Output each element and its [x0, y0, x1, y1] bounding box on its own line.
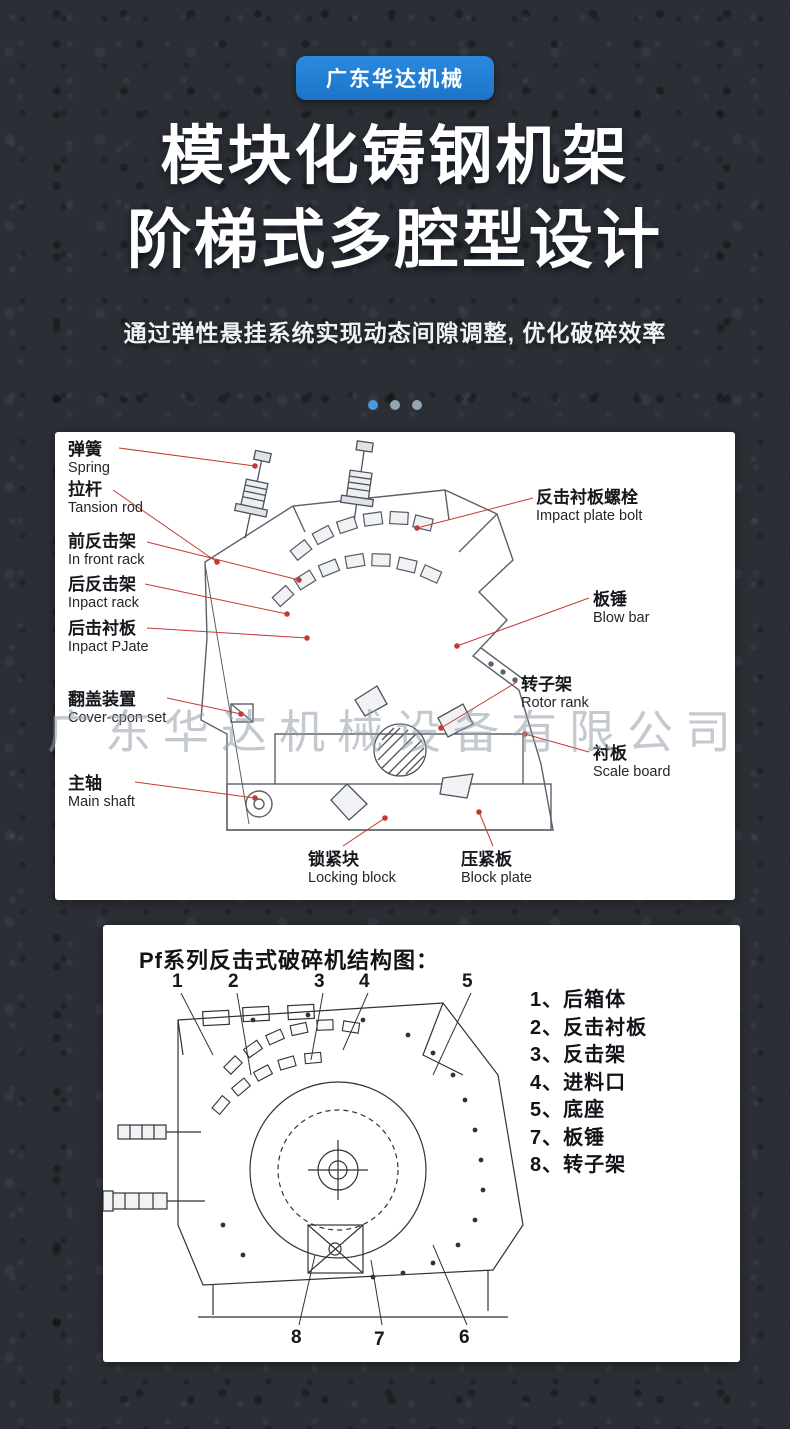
callout-number-5: 5 [462, 971, 473, 992]
callout-number-6: 6 [459, 1327, 470, 1348]
impact-rack-upper [289, 510, 434, 562]
spring-assembly-right [339, 440, 375, 530]
crusher-diagram-drawing [112, 440, 590, 847]
legend-item-1: 1、后箱体 [530, 989, 627, 1011]
callout-number-2: 2 [228, 971, 239, 992]
callout-number-4: 4 [359, 971, 370, 992]
label-scale-board-cn: 衬板 [593, 744, 627, 763]
carousel-dots [0, 400, 790, 410]
pf-structure-card: Pf系列反击式破碎机结构图： [103, 925, 740, 1362]
structure-diagram-card: 弹簧 Spring 拉杆 Tansion rod 前反击架 In front r… [55, 432, 735, 900]
carousel-dot-active[interactable] [368, 400, 378, 410]
label-rotor-rank: 转子架 Rotor rank [521, 675, 589, 712]
pf-bolt-dots [220, 1012, 486, 1280]
label-locking-block-en: Locking block [308, 870, 396, 887]
pf-liner-blocks [211, 1019, 361, 1116]
label-impact-plate-bolt: 反击衬板螺栓 Impact plate bolt [536, 488, 642, 525]
legend-item-4: 4、进料口 [530, 1071, 627, 1094]
label-tension-rod-en: Tansion rod [68, 500, 143, 517]
label-scale-board-en: Scale board [593, 764, 671, 781]
headline-block: 模块化铸钢机架 阶梯式多腔型设计 [0, 114, 790, 282]
label-block-plate: 压紧板 Block plate [461, 850, 532, 887]
legend-item-5: 5、底座 [530, 1099, 606, 1121]
label-blow-bar-cn: 板锤 [593, 590, 627, 609]
label-cover-set-en: Cover-cpon set [68, 710, 167, 727]
callout-number-1: 1 [172, 971, 183, 992]
label-cover-set-cn: 翻盖装置 [68, 690, 136, 709]
carousel-dot[interactable] [412, 400, 422, 410]
label-impact-plate-cn: 后击衬板 [68, 619, 136, 638]
label-block-plate-cn: 压紧板 [461, 850, 512, 869]
legend-item-8: 8、转子架 [530, 1154, 627, 1176]
label-front-rack: 前反击架 In front rack [68, 532, 145, 569]
label-rear-rack-en: Inpact rack [68, 595, 139, 612]
label-blow-bar: 板锤 Blow bar [593, 590, 649, 627]
label-spring-en: Spring [68, 460, 110, 477]
legend-item-7: 7、板锤 [530, 1126, 606, 1149]
impact-rack-lower [271, 552, 443, 608]
label-impact-plate-bolt-cn: 反击衬板螺栓 [536, 488, 638, 507]
label-locking-block-cn: 锁紧块 [308, 850, 359, 869]
pf-diagram-drawing [103, 992, 524, 1326]
label-rear-rack: 后反击架 Inpact rack [68, 575, 139, 612]
label-rotor-rank-en: Rotor rank [521, 695, 589, 712]
label-front-rack-cn: 前反击架 [68, 532, 136, 551]
label-block-plate-en: Block plate [461, 870, 532, 887]
spring-assembly-left [233, 449, 273, 539]
legend-item-2: 2、反击衬板 [530, 1016, 648, 1039]
label-spring-cn: 弹簧 [68, 440, 102, 459]
label-spring: 弹簧 Spring [68, 440, 110, 477]
label-main-shaft-en: Main shaft [68, 794, 135, 811]
label-rear-rack-cn: 后反击架 [68, 575, 136, 594]
callout-number-3: 3 [314, 971, 325, 992]
pf-housing [177, 1002, 524, 1318]
subtitle-text: 通过弹性悬挂系统实现动态间隙调整, 优化破碎效率 [123, 320, 667, 346]
label-cover-set: 翻盖装置 Cover-cpon set [68, 690, 166, 727]
machine-housing [200, 489, 554, 831]
label-impact-plate-bolt-en: Impact plate bolt [536, 508, 643, 525]
label-front-rack-en: In front rack [68, 552, 145, 569]
label-impact-plate-en: Inpact PJate [68, 639, 149, 656]
label-main-shaft-cn: 主轴 [68, 774, 102, 793]
leader-lines [112, 447, 590, 847]
label-scale-board: 衬板 Scale board [593, 744, 670, 781]
headline-line1: 模块化铸钢机架 [160, 120, 630, 192]
label-rotor-rank-cn: 转子架 [521, 675, 572, 694]
carousel-dot[interactable] [390, 400, 400, 410]
label-blow-bar-en: Blow bar [593, 610, 650, 627]
pf-rotor [249, 1081, 427, 1259]
label-tension-rod-cn: 拉杆 [68, 480, 102, 499]
hero-section: 广东华达机械 模块化铸钢机架 阶梯式多腔型设计 通过弹性悬挂系统实现动态间隙调整… [0, 0, 790, 410]
pf-leader-lines [180, 992, 472, 1326]
headline-line2: 阶梯式多腔型设计 [127, 204, 663, 276]
legend-item-3: 3、反击架 [530, 1044, 627, 1066]
brand-badge: 广东华达机械 [296, 56, 494, 100]
callout-number-7: 7 [374, 1329, 385, 1350]
parts-legend: 1、后箱体 2、反击衬板 3、反击架 4、进料口 5、底座 7、板锤 8、转子架 [530, 987, 647, 1180]
label-locking-block: 锁紧块 Locking block [308, 850, 396, 887]
rotor-assembly [330, 685, 474, 821]
pf-actuators [103, 1124, 205, 1212]
label-impact-plate: 后击衬板 Inpact PJate [68, 619, 149, 656]
callout-number-8: 8 [291, 1327, 302, 1348]
pf-diagram-title: Pf系列反击式破碎机结构图： [139, 948, 440, 973]
label-main-shaft: 主轴 Main shaft [68, 774, 135, 811]
label-tension-rod: 拉杆 Tansion rod [68, 480, 143, 517]
